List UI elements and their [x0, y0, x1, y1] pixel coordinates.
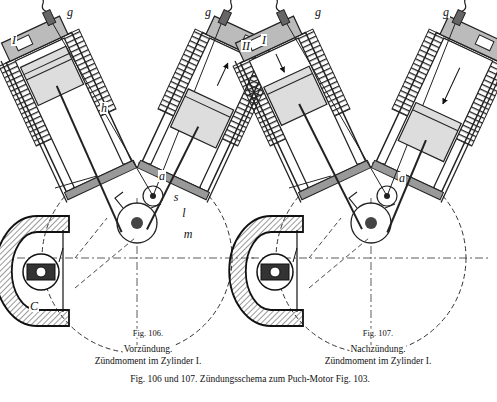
- drawing-stroke: [443, 68, 460, 104]
- drawing-stroke: [21, 46, 84, 105]
- callout-letter: a: [158, 170, 166, 182]
- callout-letter: l: [181, 207, 186, 219]
- callout-letter: m: [183, 228, 194, 240]
- callout-letter: h: [100, 102, 108, 114]
- figure-subtitle: Vorzündung.: [123, 345, 174, 355]
- drawing-stroke: [299, 102, 362, 231]
- drawing-stroke: [127, 53, 250, 242]
- drawing-stroke: [21, 46, 147, 241]
- figure-subtitle: Zündmoment im Zylinder I.: [94, 357, 203, 367]
- drawing-stroke: [217, 63, 228, 86]
- drawing-stroke: [26, 59, 71, 80]
- callout-letter: g: [204, 6, 212, 18]
- drawing-stroke: [384, 140, 430, 232]
- callout-letter: s: [173, 191, 180, 203]
- drawing-stroke: [267, 73, 312, 94]
- drawing-stroke: [276, 54, 284, 72]
- drawing-stroke: [54, 86, 124, 232]
- drawing-stroke: [413, 110, 458, 131]
- drawing-stroke: [147, 125, 198, 230]
- figure-subtitle: Zündmoment im Zylinder I.: [324, 357, 433, 367]
- callout-letter: a: [398, 172, 406, 184]
- figure-number: Fig. 106.: [132, 329, 164, 338]
- figure-number: Fig. 107.: [362, 329, 394, 338]
- drawing-stroke: [171, 89, 234, 148]
- drawing-stroke: [398, 102, 461, 161]
- callout-letter: g: [66, 6, 74, 18]
- cylinder-number: II: [241, 40, 251, 52]
- callout-letter: C: [29, 300, 39, 312]
- drawing-stroke: [264, 66, 327, 125]
- drawing-stroke: [361, 57, 482, 241]
- fig107-engine: [210, 0, 497, 358]
- cylinder-number: I: [11, 34, 17, 46]
- cylinder-number: I: [261, 34, 267, 46]
- drawing-stroke: [24, 53, 69, 74]
- callout-letter: g: [314, 6, 322, 18]
- figure-subtitle: Nachzündung.: [349, 345, 406, 355]
- figure-caption: Fig. 106 und 107. Zündungsschema zum Puc…: [129, 375, 371, 385]
- drawing-stroke: [210, 0, 497, 358]
- drawing-stroke: [185, 96, 230, 117]
- callout-letter: g: [442, 6, 450, 18]
- drawing-stroke: [253, 44, 381, 242]
